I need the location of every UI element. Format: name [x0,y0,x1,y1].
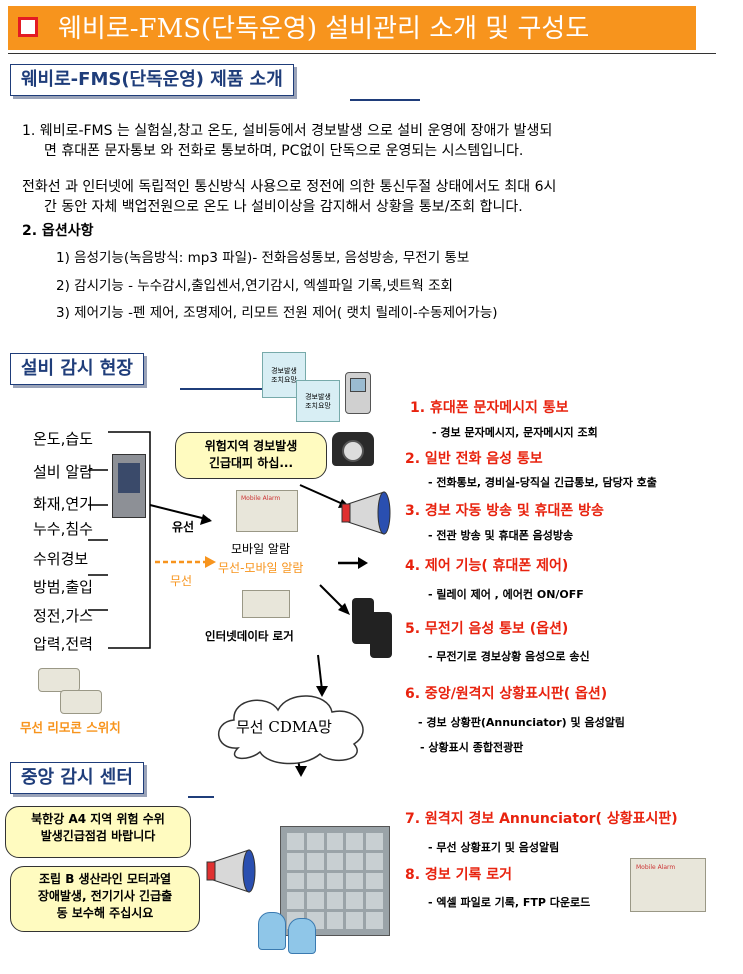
title-underline [8,53,716,54]
title-bar [8,6,696,50]
page-title: 웨비로-FMS(단독운영) 설비관리 소개 및 구성도 [58,14,590,44]
alarm-logger-device: Mobile Alarm [630,858,706,912]
megaphone-icon [206,849,256,893]
device-tag: Mobile Alarm [241,495,281,502]
device-tag: Mobile Alarm [636,864,676,871]
notification-title: 5. 무전기 음성 통보 (옵션) [405,621,569,637]
alert-bubble-text: 동 보수해 주십시요 [56,906,154,920]
alert-bubble-text: 북한강 A4 지역 위험 수위 [31,812,165,826]
telephone-icon [332,432,374,466]
wireless-label: 무선 [170,574,193,588]
option-item: 3) 제어기능 -펜 제어, 조명제어, 리모트 전원 제어( 랫치 릴레이-수… [56,305,498,321]
intro-section-label: 웨비로-FMS(단독운영) 제품 소개 [10,64,294,96]
doc-icon-text: 경보발생 [305,393,331,401]
remote-switch-icon [60,690,102,714]
internet-data-logger-device [242,590,290,618]
alert-bubble-text: 긴급대피 하십... [208,456,294,470]
intro-item1-line1: 1. 웨비로-FMS 는 실험실,창고 온도, 설비등에서 경보발생 으로 설비… [22,123,553,139]
notification-title: 7. 원격지 경보 Annunciator( 상황표시판) [405,811,678,827]
intro-para-line1: 전화선 과 인터넷에 독립적인 통신방식 사용으로 정전에 의한 통신두절 상태… [22,179,557,195]
alert-bubble: 위험지역 경보발생 긴급대피 하십... [175,432,327,479]
notification-title: 8. 경보 기록 로거 [405,867,512,883]
sensor-item: 수위경보 [33,550,89,568]
operator-person-icon [258,912,286,950]
walkie-talkie-icon [370,612,392,658]
mobile-alarm-device: Mobile Alarm [236,490,298,532]
center-section-rule [188,796,214,798]
notification-title: 1. 휴대폰 문자메시지 통보 [410,400,569,416]
notification-title: 6. 중앙/원격지 상황표시판( 옵션) [405,686,608,702]
machine-equipment-icon [112,454,146,518]
notification-sub: - 엑셀 파일로 기록, FTP 다운로드 [428,896,591,909]
intro-section-rule [350,99,420,101]
notification-sub: - 경보 상황판(Annunciator) 및 음성알림 [418,716,625,729]
notification-sub: - 무전기로 경보상황 음성으로 송신 [428,650,590,663]
option-item: 1) 음성기능(녹음방식: mp3 파일)- 전화음성통보, 음성방송, 무전기… [56,250,470,266]
alert-bubble-text: 조립 B 생산라인 모터과열 [38,872,172,886]
notification-title: 2. 일반 전화 음성 통보 [405,451,543,467]
cdma-cloud-icon [217,695,364,765]
alert-bubble-text: 발생긴급점검 바랍니다 [40,829,156,843]
intro-para-line2: 간 동안 자체 백업전원으로 온도 나 설비이상을 감지해서 상황을 통보/조회… [44,199,523,215]
doc-icon-text: 경보발생 [271,367,297,375]
notification-title: 4. 제어 기능( 휴대폰 제어) [405,558,569,574]
notification-sub: - 전관 방송 및 휴대폰 음성방송 [428,529,574,542]
notification-sub: - 릴레이 제어 , 에어컨 ON/OFF [428,588,584,601]
notification-sub: - 무선 상황표기 및 음성알림 [428,841,560,854]
annunciator-panel-icon [280,826,390,936]
alert-bubble: 조립 B 생산라인 모터과열 장애발생, 전기기사 긴급출 동 보수해 주십시요 [10,866,200,932]
alert-bubble: 북한강 A4 지역 위험 수위 발생긴급점검 바랍니다 [5,806,191,858]
walkie-talkie-icon [352,598,374,644]
sensor-item: 온도,습도 [33,430,93,448]
sensor-item: 설비 알람 [33,463,93,481]
cdma-label: 무선 CDMA망 [236,718,332,736]
alert-bubble-text: 위험지역 경보발생 [204,439,298,453]
mobile-alarm-label: 모바일 알람 [231,542,291,556]
notification-sub: - 전화통보, 경비실-당직실 긴급통보, 담당자 호출 [428,476,657,489]
intro-item1-line2: 면 휴대폰 문자통보 와 전화로 통보하며, PC없이 단독으로 운영되는 시스… [44,143,524,159]
internet-logger-label: 인터넷데이타 로거 [205,629,294,643]
sensor-item: 정전,가스 [33,607,93,625]
doc-icon-text: 조치요망 [305,402,331,410]
wireless-mobile-alarm-label: 무선-모바일 알람 [218,561,304,575]
title-bullet-icon [18,17,38,37]
megaphone-icon [341,491,391,535]
notification-title: 3. 경보 자동 방송 및 휴대폰 방송 [405,503,604,519]
sensor-item: 방범,출입 [33,578,93,596]
center-section-label: 중앙 감시 센터 [10,762,144,794]
remote-switch-icon [38,668,80,692]
site-section-label: 설비 감시 현장 [10,353,144,385]
wired-label: 유선 [172,520,195,534]
option-item: 2) 감시기능 - 누수감시,출입센서,연기감시, 엑셀파일 기록,넷트웍 조회 [56,278,453,294]
sensor-item: 화재,연기 [33,495,93,513]
alert-bubble-text: 장애발생, 전기기사 긴급출 [37,889,173,903]
operator-person-icon [288,918,316,954]
site-section-rule [180,388,300,390]
remote-switch-label: 무선 리모콘 스위치 [20,720,121,735]
sensor-item: 압력,전력 [33,635,93,653]
notification-sub: - 상황표시 종합전광판 [420,741,524,754]
doc-icon-text: 조치요망 [271,376,297,384]
notification-sub: - 경보 문자메시지, 문자메시지 조회 [432,426,598,439]
message-doc-icon: 경보발생 조치요망 [296,380,340,422]
sensor-item: 누수,침수 [33,520,93,538]
cellphone-icon [345,372,371,414]
options-title: 2. 옵션사항 [22,223,94,239]
